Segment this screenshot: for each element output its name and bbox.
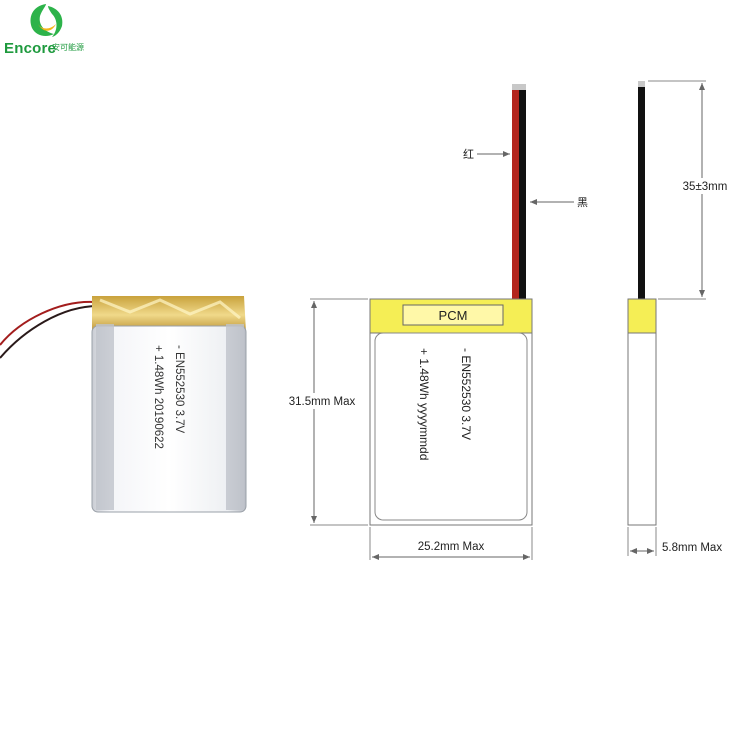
front-view-drawing: 红 黑 PCM - EN552530 3.7V + 1.48Wh yyyymmd…	[284, 84, 588, 560]
front-red-wire	[512, 86, 519, 300]
leaf-logo-icon	[30, 4, 63, 37]
photo-label-line1: - EN552530 3.7V	[173, 345, 185, 434]
pcm-label-box	[402, 304, 504, 326]
front-label-line2: + 1.48Wh yyyymmdd	[417, 348, 431, 460]
black-wire-label: 黑	[577, 196, 588, 209]
battery-photo: - EN552530 3.7V + 1.48Wh 20190622	[0, 296, 247, 513]
width-dimension-label: 25.2mm Max	[418, 541, 485, 553]
side-wire	[638, 86, 645, 300]
photo-label-line2: + 1.48Wh 20190622	[152, 345, 164, 449]
encore-logo: Encore 安可能源	[2, 2, 92, 58]
wire-length-dimension-label: 35±3mm	[683, 181, 728, 193]
thickness-dimension-label: 5.8mm Max	[662, 542, 722, 554]
brand-subtitle: 安可能源	[52, 43, 84, 52]
photo-red-wire	[0, 300, 96, 346]
front-label-line1: - EN552530 3.7V	[459, 348, 473, 440]
height-dimension-label: 31.5mm Max	[289, 396, 356, 408]
red-wire-label: 红	[463, 148, 474, 161]
front-black-wire	[519, 86, 526, 300]
side-view-drawing: 35±3mm 5.8mm Max	[627, 80, 734, 556]
photo-black-wire	[0, 305, 99, 359]
side-pcm-band	[627, 298, 657, 334]
front-inner-pouch	[374, 332, 528, 521]
photo-cell-body	[91, 325, 247, 513]
brand-name: Encore	[4, 40, 57, 57]
pcm-label: PCM	[439, 308, 468, 323]
